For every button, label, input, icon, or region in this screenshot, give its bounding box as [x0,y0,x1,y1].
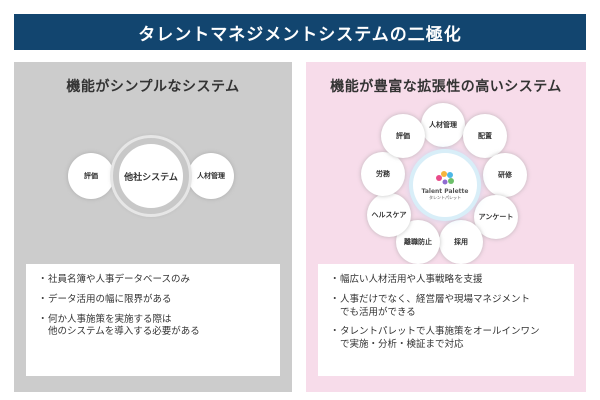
talent-palette-name: Talent Palette [421,188,469,195]
right-node-saiyou: 採用 [439,220,483,264]
right-node-roumu: 労務 [361,152,405,196]
left-node-hyouka: 評価 [68,153,114,199]
right-node-survey: アンケート [474,195,518,239]
list-item: ・ 何か人事施策を実施する際は 他のシステムを導入する必要がある [38,313,200,338]
simple-system-title: 機能がシンプルなシステム [66,79,240,95]
list-item: ・ 人事だけでなく、経営層や現場マネジメント でも活用ができる [330,293,531,318]
header-title: タレントマネジメントシステムの二極化 [138,24,462,45]
right-node-healthcare: ヘルスケア [367,193,411,237]
right-node-hyouka: 評価 [381,114,425,158]
left-node-jinzai-kanri: 人材管理 [188,153,234,199]
talent-palette-sub: タレントパレット [429,195,461,200]
list-item: ・ タレントパレットで人事施策をオールインワン で実施・分析・検証まで対応 [330,326,540,351]
other-company-system-circle: 他社システム [113,138,189,214]
right-node-kenshu: 研修 [483,153,527,197]
simple-system-feature-list: ・ 社員名簿や人事データベースのみ ・ データ活用の幅に限界がある ・ 何か人事… [26,264,280,376]
talent-palette-circle: Talent Palette タレントパレット [413,153,477,217]
rich-system-title: 機能が豊富な拡張性の高いシステム [330,79,562,95]
right-node-jinzai-kanri: 人材管理 [421,103,465,147]
rich-system-feature-list: ・ 幅広い人材活用や人事戦略を支援 ・ 人事だけでなく、経営層や現場マネジメント… [318,264,574,376]
right-node-haichi: 配置 [463,114,507,158]
palette-logo-icon [436,171,454,185]
list-item: ・ 幅広い人材活用や人事戦略を支援 [330,274,483,285]
list-item: ・ データ活用の幅に限界がある [38,293,172,305]
page-header: タレントマネジメントシステムの二極化 [14,14,586,50]
list-item: ・ 社員名簿や人事データベースのみ [38,274,191,285]
